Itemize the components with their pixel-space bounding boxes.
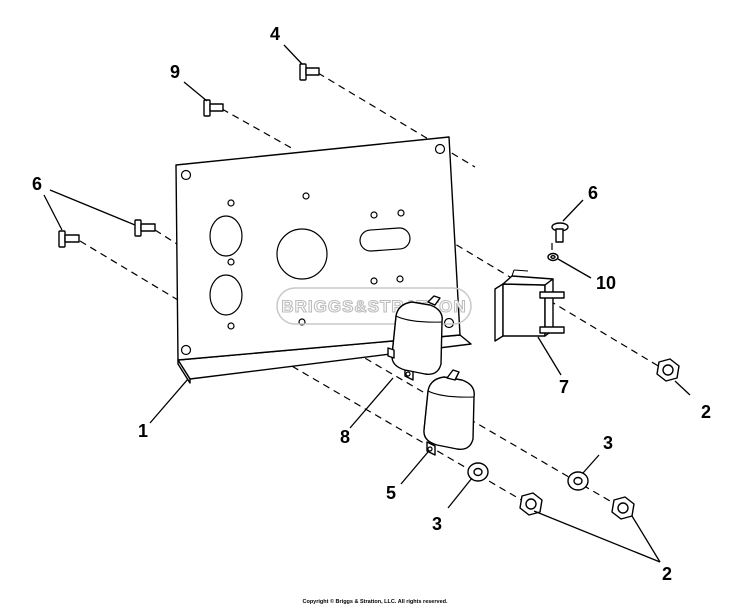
breaker-side [502, 283, 546, 337]
plate-corner-hole-top-left [180, 169, 192, 181]
callout-washer-lower: 3 [432, 514, 442, 534]
nut-2-lower-left [519, 492, 543, 516]
control-panel-bracket [175, 136, 472, 384]
callout-screw-right: 6 [588, 183, 598, 203]
breaker-terminal-top [539, 291, 565, 299]
plate-corner-hole-bottom-right [443, 317, 455, 329]
callout-screw-top: 4 [270, 24, 280, 44]
assembly-line-screw-6-upper [154, 229, 178, 245]
screw-6-lower [58, 230, 80, 248]
bracket-flange-edge [177, 359, 191, 384]
breaker-slot-cutout [359, 227, 411, 252]
large-round-cutout [276, 228, 328, 280]
screw-6-upper [134, 219, 156, 237]
mount-hole-7 [227, 258, 235, 266]
callout-washer-small: 10 [596, 273, 616, 293]
mount-hole-5 [370, 277, 378, 285]
callout-circuit-breaker: 7 [559, 377, 569, 397]
callout-nuts-bottom: 2 [662, 564, 672, 584]
nut-2-right [656, 358, 680, 382]
breaker-front-face [494, 283, 504, 342]
leader-lines [43, 44, 691, 563]
receptacle-cutout-lower [209, 274, 243, 316]
washer-3-right [567, 471, 589, 491]
mount-hole-1 [227, 199, 235, 207]
receptacle-cutout-upper [209, 215, 243, 257]
nut-2-lower-right [611, 496, 635, 520]
callout-screw-upper: 9 [170, 62, 180, 82]
breaker-terminal-bottom [539, 326, 565, 334]
callouts: 4 9 6 6 10 7 2 1 8 3 5 3 2 [32, 24, 711, 584]
breaker-top [502, 275, 554, 286]
callout-receptacle-upper: 8 [340, 427, 350, 447]
receptacle-upper [387, 295, 443, 381]
callout-nut-right: 2 [701, 402, 711, 422]
mount-hole-2 [302, 192, 310, 200]
callout-washer-right: 3 [603, 433, 613, 453]
screw-6-right [551, 222, 569, 243]
callout-screw-left: 6 [32, 174, 42, 194]
callout-receptacle-lower: 5 [386, 483, 396, 503]
assembly-line-screw-4 [317, 72, 476, 168]
plate-corner-hole-top-right [434, 143, 446, 155]
callout-bracket: 1 [138, 421, 148, 441]
mount-hole-8 [227, 322, 235, 330]
mount-hole-3 [370, 211, 378, 219]
screw-4 [299, 63, 320, 81]
screw-9 [203, 99, 224, 117]
plate-corner-hole-bottom-left [180, 344, 192, 356]
copyright-notice: Copyright © Briggs & Stratton, LLC. All … [302, 599, 448, 605]
mount-hole-6 [396, 275, 404, 283]
circuit-breaker [494, 269, 565, 342]
washer-3-lower [467, 462, 489, 482]
assembly-line-screw-6-lower [79, 240, 179, 301]
mount-hole-4 [397, 209, 405, 217]
washer-10 [547, 252, 559, 262]
receptacle-lower [423, 369, 475, 456]
assembly-line-screw-9 [221, 108, 296, 151]
